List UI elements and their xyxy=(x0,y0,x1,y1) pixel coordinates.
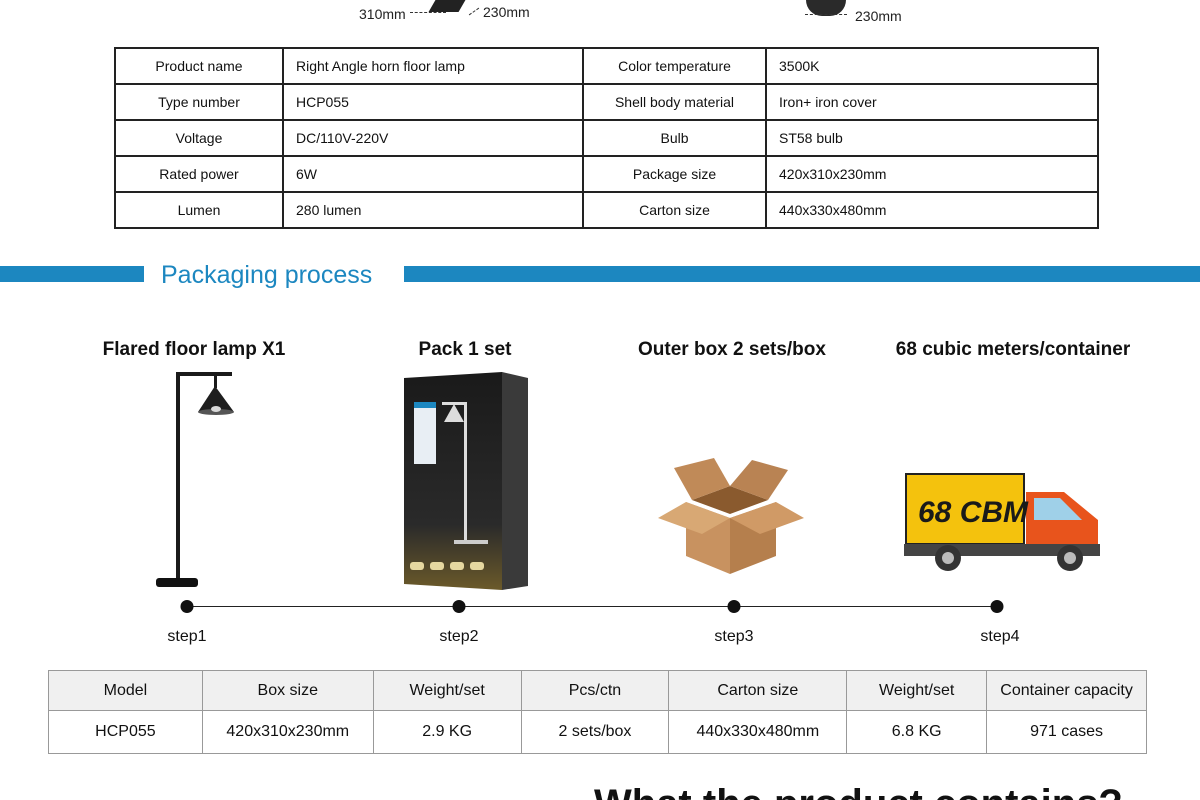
spec-label: Carton size xyxy=(582,191,767,229)
packaging-column-header: Carton size xyxy=(668,670,848,711)
spec-value: 3500K xyxy=(765,47,1099,85)
step3-label: step3 xyxy=(714,628,754,645)
dimension-label-width: 310mm xyxy=(359,6,406,22)
packaging-column-header: Pcs/ctn xyxy=(520,670,670,711)
section-band-left xyxy=(0,266,144,282)
step4-title: 68 cubic meters/container xyxy=(895,339,1131,360)
truck-icon: 68 CBM xyxy=(904,473,1100,571)
dimension-line xyxy=(468,7,480,16)
floor-lamp-icon xyxy=(156,372,234,587)
step2-marker xyxy=(452,600,466,613)
spec-value: ST58 bulb xyxy=(765,119,1099,157)
spec-value: HCP055 xyxy=(282,83,584,121)
carton-box-icon xyxy=(658,458,804,574)
packaging-cell: 971 cases xyxy=(986,710,1147,754)
section-band-right xyxy=(404,266,1200,282)
spec-value: Right Angle horn floor lamp xyxy=(282,47,584,85)
section-title: Packaging process xyxy=(161,261,373,289)
step2-title: Pack 1 set xyxy=(418,339,512,360)
spec-value: Iron+ iron cover xyxy=(765,83,1099,121)
product-box-icon xyxy=(404,372,528,590)
spec-label: Voltage xyxy=(114,119,284,157)
spec-label: Bulb xyxy=(582,119,767,157)
spec-label: Rated power xyxy=(114,155,284,193)
packaging-cell: 2.9 KG xyxy=(372,710,522,754)
packaging-column-header: Container capacity xyxy=(986,670,1147,711)
spec-label: Product name xyxy=(114,47,284,85)
step4-label: step4 xyxy=(980,628,1020,645)
step1-marker xyxy=(180,600,194,613)
truck-label: 68 CBM xyxy=(918,496,1029,529)
spec-value: 6W xyxy=(282,155,584,193)
spec-value: 440x330x480mm xyxy=(765,191,1099,229)
spec-value: DC/110V-220V xyxy=(282,119,584,157)
step4-marker xyxy=(990,600,1004,613)
packaging-column-header: Box size xyxy=(201,670,374,711)
packaging-column-header: Weight/set xyxy=(372,670,522,711)
dimension-line xyxy=(805,14,847,15)
packaging-column-header: Model xyxy=(48,670,203,711)
step1-title: Flared floor lamp X1 xyxy=(102,339,286,360)
packaging-cell: 440x330x480mm xyxy=(668,710,848,754)
spec-label: Type number xyxy=(114,83,284,121)
dimension-label-base: 230mm xyxy=(855,8,902,24)
spec-label: Lumen xyxy=(114,191,284,229)
packaging-cell: HCP055 xyxy=(48,710,203,754)
dimension-label-depth: 230mm xyxy=(483,4,530,20)
spec-value: 280 lumen xyxy=(282,191,584,229)
packaging-cell: 6.8 KG xyxy=(846,710,988,754)
lamp-base-icon xyxy=(806,0,846,16)
step-timeline xyxy=(187,606,997,607)
spec-value: 420x310x230mm xyxy=(765,155,1099,193)
product-box-bottom-edge xyxy=(428,0,466,12)
spec-label: Color temperature xyxy=(582,47,767,85)
step1-label: step1 xyxy=(167,628,207,645)
step3-title: Outer box 2 sets/box xyxy=(638,339,826,360)
bottom-heading: What the product contains? xyxy=(594,782,1123,800)
packaging-column-header: Weight/set xyxy=(846,670,988,711)
packaging-cell: 420x310x230mm xyxy=(201,710,374,754)
step2-label: step2 xyxy=(439,628,479,645)
dimension-line xyxy=(410,12,446,13)
step3-marker xyxy=(727,600,741,613)
spec-label: Shell body material xyxy=(582,83,767,121)
packaging-cell: 2 sets/box xyxy=(520,710,670,754)
spec-label: Package size xyxy=(582,155,767,193)
